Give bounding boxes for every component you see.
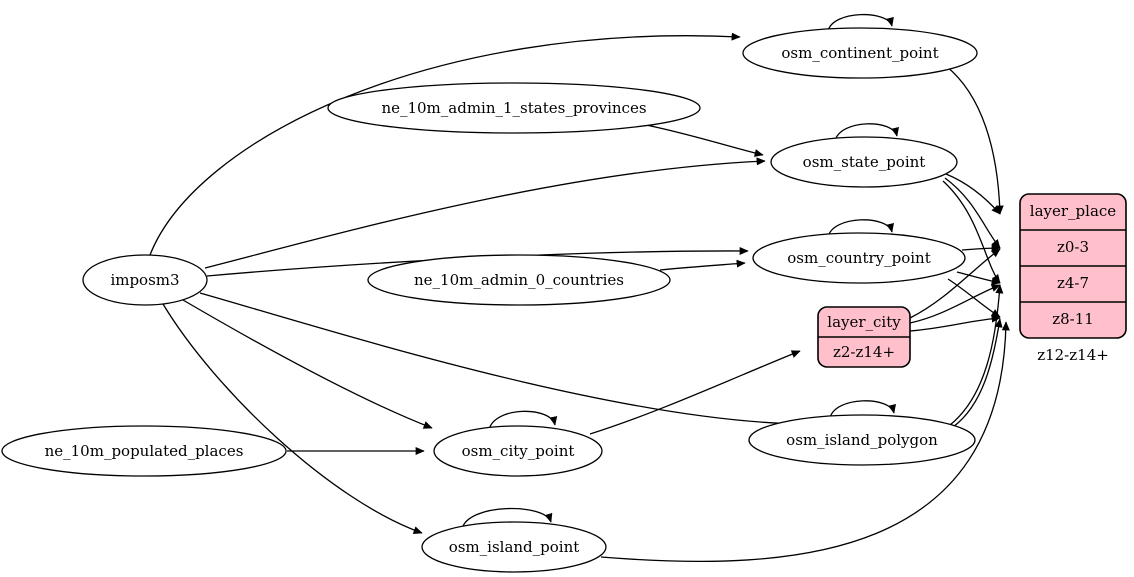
edge-imposm3-osm-state-point [204, 157, 766, 269]
node-label-ne-countries: ne_10m_admin_0_countries [414, 271, 624, 289]
record-row-layer-place-z0-3[interactable]: z0-3 [1057, 238, 1089, 256]
edge-osm-country-point-layer-place-z4-7 [961, 243, 1001, 253]
node-label-osm-state-point: osm_state_point [803, 153, 926, 171]
node-label-ne-states: ne_10m_admin_1_states_provinces [381, 99, 646, 117]
record-title-layer-place: layer_place [1030, 202, 1117, 220]
edge-osm-state-point-layer-place-z8-11 [942, 180, 1001, 284]
record-row-layer-place-z4-7[interactable]: z4-7 [1057, 274, 1089, 292]
edge-self-loop-osm-city-point [488, 410, 558, 431]
node-label-osm-country-point: osm_country_point [787, 249, 931, 267]
edge-osm-island-polygon-layer-place-z12-z14 [952, 318, 1003, 428]
edge-imposm3-osm-island-polygon [199, 292, 801, 428]
record-row-layer-place-z8-11[interactable]: z8-11 [1052, 310, 1094, 328]
edge-osm-state-point-layer-place-z0-3 [945, 173, 1001, 215]
edge-ne-countries-osm-country-point [659, 259, 746, 271]
node-osm-island-point[interactable]: osm_island_point [421, 521, 607, 573]
node-label-imposm3: imposm3 [110, 271, 179, 289]
edge-imposm3-osm-island-point [162, 303, 423, 534]
edge-osm-country-point-layer-place-z12-z14 [947, 278, 1001, 318]
edge-layer-city-layer-place-z8-11 [909, 284, 1001, 324]
node-osm-country-point[interactable]: osm_country_point [752, 232, 966, 284]
record-layer-place[interactable]: layer_place z0-3 z4-7 z8-11 z12-z14+ [1019, 193, 1127, 364]
node-ne-10m-populated-places[interactable]: ne_10m_populated_places [1, 425, 287, 477]
node-imposm3[interactable]: imposm3 [82, 254, 208, 306]
node-label-osm-island-polygon: osm_island_polygon [786, 431, 938, 449]
node-ne-10m-admin-0-countries[interactable]: ne_10m_admin_0_countries [367, 254, 671, 306]
edge-self-loop-osm-island-point [461, 507, 553, 530]
node-label-osm-continent-point: osm_continent_point [781, 44, 938, 62]
edge-layer-city-layer-place-z12-z14 [909, 314, 1001, 332]
edge-osm-island-point-layer-place-z12-z14 [600, 321, 1010, 563]
edge-self-loop-osm-island-polygon [829, 400, 896, 419]
edge-imposm3-osm-city-point [182, 299, 433, 429]
record-row-layer-city-z2-z14[interactable]: z2-z14+ [833, 343, 895, 361]
edge-osm-state-point-layer-place-z4-7 [944, 177, 1001, 249]
node-ne-10m-admin-1-states-provinces[interactable]: ne_10m_admin_1_states_provinces [327, 82, 701, 134]
edge-imposm3-osm-continent-point [149, 32, 741, 256]
node-osm-continent-point[interactable]: osm_continent_point [742, 27, 978, 79]
node-osm-city-point[interactable]: osm_city_point [433, 425, 603, 477]
edge-self-loop-osm-continent-point [827, 13, 894, 32]
node-osm-state-point[interactable]: osm_state_point [770, 136, 958, 188]
record-row-layer-place-z12-z14[interactable]: z12-z14+ [1037, 346, 1109, 364]
node-label-osm-island-point: osm_island_point [449, 538, 580, 556]
edge-osm-continent-point-layer-place-z0-3 [945, 65, 1004, 215]
record-title-layer-city: layer_city [827, 313, 901, 331]
edge-layer [149, 13, 1010, 563]
node-label-ne-populated: ne_10m_populated_places [45, 442, 244, 460]
edge-self-loop-osm-country-point [827, 219, 894, 238]
edge-osm-country-point-layer-place-z8-11 [956, 271, 1001, 286]
edge-ne-states-osm-state-point [645, 124, 764, 157]
node-label-osm-city-point: osm_city_point [462, 442, 575, 460]
edge-osm-island-polygon-layer-place-z8-11 [949, 284, 1004, 426]
node-layer: imposm3 ne_10m_admin_1_states_provinces … [1, 27, 978, 573]
node-osm-island-polygon[interactable]: osm_island_polygon [748, 414, 976, 466]
edge-osm-city-point-layer-city [589, 350, 801, 435]
record-layer: layer_place z0-3 z4-7 z8-11 z12-z14+ lay… [817, 193, 1127, 368]
edge-layer-city-layer-place-z4-7 [909, 248, 1001, 319]
edge-self-loop-osm-state-point [834, 123, 899, 142]
record-layer-city[interactable]: layer_city z2-z14+ [817, 306, 911, 368]
